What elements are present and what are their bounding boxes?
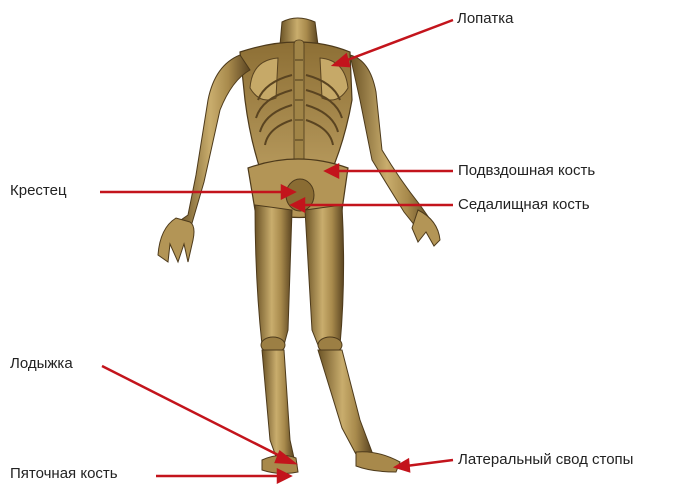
left-leg [255,205,298,474]
right-arm [350,55,440,246]
label-lopatka: Лопатка [457,10,513,28]
label-podvzdoshnaya: Подвздошная кость [458,162,595,180]
pointer-lopatka [334,20,453,66]
label-pyatochnaya: Пяточная кость [10,465,118,483]
pointer-lateralny-svod [396,460,453,471]
label-lateralny-svod: Латеральный свод стопы [458,451,633,469]
label-lodyzhka: Лодыжка [10,355,73,373]
left-arm [158,55,250,262]
label-krestec: Крестец [10,182,67,200]
label-sedalishchnaya: Седалищная кость [458,196,590,214]
right-leg [305,205,400,472]
